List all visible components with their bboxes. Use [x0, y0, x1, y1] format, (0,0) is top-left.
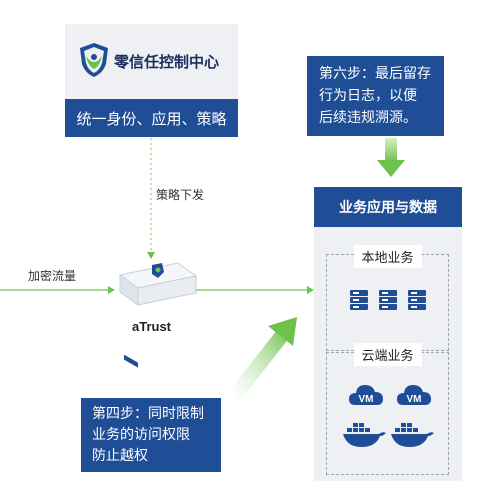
step4-diagonal-arrow [226, 317, 297, 401]
cloud-vm-icon: VM [349, 385, 383, 405]
server-icon [379, 290, 397, 310]
business-header: 业务应用与数据 [314, 187, 462, 227]
step6-line-2: 行为日志，以便 [319, 87, 417, 103]
step6-line-1: 第六步：最后留存 [319, 65, 431, 81]
policy-arrowhead [147, 252, 155, 259]
vm-label: VM [359, 394, 374, 405]
cloud-business-box: 云端业务 VM VM [326, 343, 449, 475]
step4-line-3: 防止越权 [92, 447, 148, 463]
step6-line-3: 后续违规溯源。 [319, 109, 417, 125]
atrust-label: aTrust [132, 319, 172, 334]
shield-logo-icon [80, 43, 108, 77]
step6-down-arrow [377, 138, 405, 177]
step4-line-1: 第四步：同时限制 [92, 405, 204, 421]
cloud-business-label: 云端业务 [353, 343, 422, 366]
step4-line-2: 业务的访问权限 [92, 426, 190, 442]
cloud-icon-group: VM VM [343, 385, 434, 447]
atrust-device-icon [118, 262, 198, 368]
policy-dispatch-label: 策略下发 [156, 188, 205, 202]
step4-box: 第四步：同时限制 业务的访问权限 防止越权 [81, 398, 221, 472]
local-business-label: 本地业务 [353, 245, 422, 268]
encrypted-traffic-label: 加密流量 [28, 269, 77, 283]
local-business-box: 本地业务 [326, 245, 449, 351]
server-icon [408, 290, 426, 310]
business-panel: 本地业务 [314, 227, 462, 481]
vm-label: VM [407, 394, 422, 405]
docker-whale-icon [391, 423, 434, 447]
control-center-title: 零信任控制中心 [114, 54, 220, 71]
control-center-card: 零信任控制中心 [65, 24, 238, 99]
server-group [350, 290, 426, 310]
encrypted-arrowhead [108, 286, 115, 294]
step6-box: 第六步：最后留存 行为日志，以便 后续违规溯源。 [307, 56, 444, 136]
cloud-vm-icon: VM [397, 385, 431, 405]
server-icon [350, 290, 368, 310]
control-center-banner: 统一身份、应用、策略 [65, 99, 238, 137]
device-to-panel-arrowhead [307, 286, 314, 294]
docker-whale-icon [343, 423, 386, 447]
